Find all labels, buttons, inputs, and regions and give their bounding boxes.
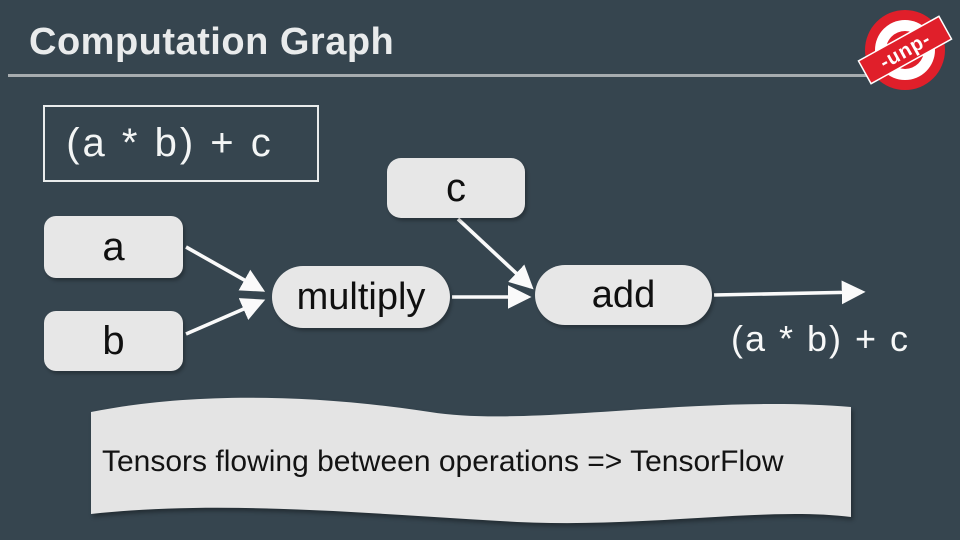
node-multiply-label: multiply <box>296 275 426 318</box>
unp-logo: -unp- <box>857 2 953 98</box>
node-a-label: a <box>102 224 125 269</box>
node-add-label: add <box>591 273 656 316</box>
node-add: add <box>535 265 712 325</box>
banner-text: Tensors flowing between operations => Te… <box>102 445 784 478</box>
node-multiply: multiply <box>272 266 450 328</box>
output-expression: (a * b) + c <box>731 318 911 359</box>
title-underline <box>8 74 905 77</box>
expression-box: (a * b) + c <box>43 105 319 182</box>
banner-wave-shape <box>91 397 851 524</box>
arrow-b-to-multiply <box>185 298 266 336</box>
node-c: c <box>387 158 525 218</box>
page-title: Computation Graph <box>29 21 395 63</box>
node-a: a <box>44 216 183 278</box>
node-b-label: b <box>102 318 125 363</box>
node-c-label: c <box>446 165 466 210</box>
arrow-add-to-output <box>713 280 866 305</box>
expression-box-label: (a * b) + c <box>66 121 274 165</box>
arrow-c-to-add <box>456 217 534 290</box>
arrow-a-to-multiply <box>185 245 266 292</box>
unp-logo-icon: -unp- <box>857 10 953 90</box>
node-b: b <box>44 311 183 371</box>
